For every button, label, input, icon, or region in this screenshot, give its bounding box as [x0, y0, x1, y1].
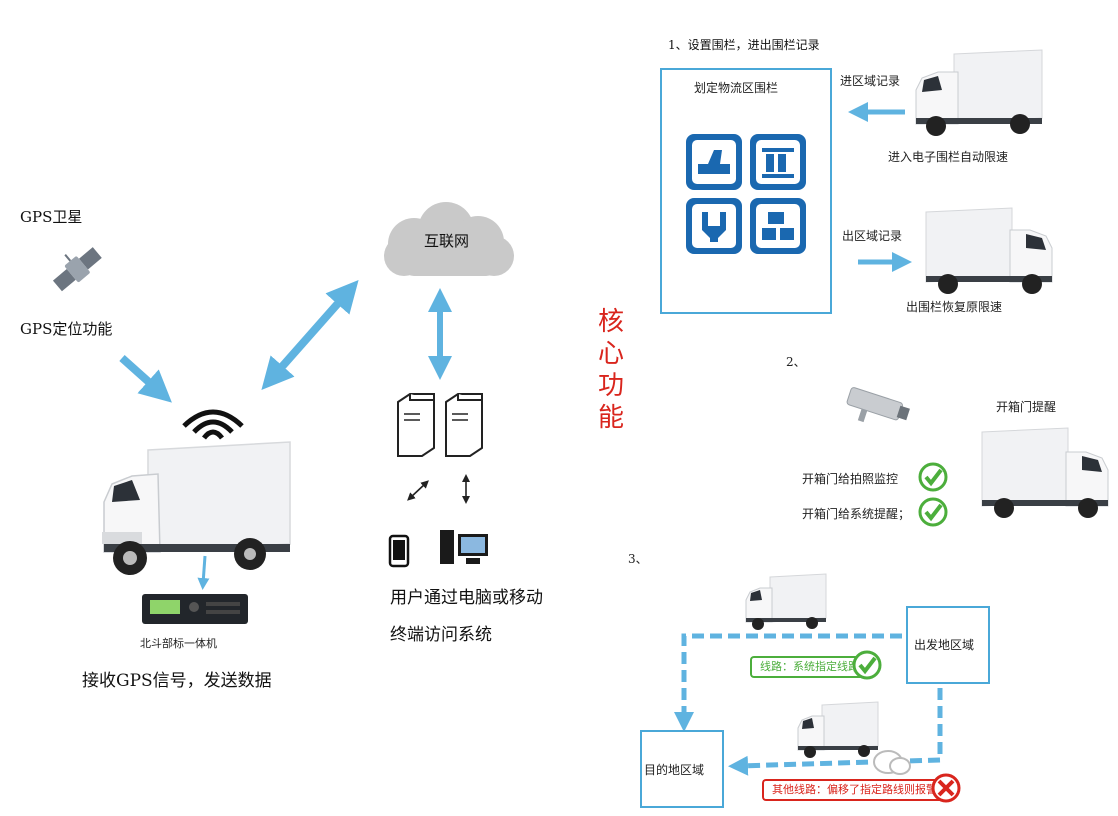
- alarm-route-badge: 其他线路：偏移了指定路线则报警: [762, 779, 945, 801]
- section3-number: 3、: [628, 552, 648, 566]
- core-char: 心: [597, 339, 624, 369]
- desktop-computer-icon: [440, 530, 488, 564]
- internet-cloud-icon: [384, 202, 514, 276]
- core-char: 功: [597, 371, 624, 401]
- destination-region-label: 目的地区域: [644, 763, 705, 777]
- truck-internet-arrow: [261, 280, 359, 390]
- internet-label: 互联网: [424, 232, 470, 250]
- cross-icon: [931, 773, 961, 803]
- receive-gps-label: 接收GPS信号，发送数据: [82, 671, 272, 691]
- truck-deviated-icon: [797, 701, 879, 758]
- fence-label: 划定物流区围栏: [694, 81, 779, 95]
- surveillance-camera-icon: [846, 387, 910, 423]
- check-icon: [918, 497, 948, 527]
- server-phone-arrow: [407, 480, 429, 501]
- access-text-line2: 终端访问系统: [390, 625, 492, 645]
- logistics-icons: [686, 134, 806, 254]
- photo-monitor-label: 开箱门给拍照监控: [802, 472, 899, 486]
- section1-title: 1、设置围栏，进出围栏记录: [668, 38, 820, 52]
- access-text-line1: 用户通过电脑或移动: [390, 588, 543, 608]
- origin-region-box: [906, 606, 990, 684]
- truck-exit-icon: [925, 207, 1053, 294]
- core-functions-title: 核 心 功 能: [596, 306, 626, 434]
- enter-record-label: 进区域记录: [840, 74, 901, 88]
- exit-record-label: 出区域记录: [842, 229, 903, 243]
- enter-desc-label: 进入电子围栏自动限速: [888, 150, 1009, 164]
- truck-door-icon: [981, 427, 1109, 518]
- beidou-device-icon: [142, 594, 248, 624]
- planned-route-badge: 线路：系统指定线路: [750, 656, 867, 678]
- satellite-label: GPS卫星: [20, 208, 83, 226]
- server-icon: [397, 393, 483, 457]
- planned-route-path: [674, 633, 902, 732]
- core-char: 核: [597, 307, 624, 337]
- origin-region-label: 出发地区域: [914, 638, 975, 652]
- truck-route-icon: [745, 573, 827, 630]
- system-alert-label: 开箱门给系统提醒；: [802, 507, 911, 521]
- fence-box: [660, 68, 832, 314]
- chat-watermark-icon: [873, 750, 911, 775]
- check-icon: [852, 650, 882, 680]
- device-label: 北斗部标一体机: [140, 637, 217, 650]
- exit-desc-label: 出围栏恢复原限速: [906, 300, 1003, 314]
- destination-region-box: [640, 730, 724, 808]
- satellite-icon: [52, 247, 102, 292]
- section2-title: 开箱门提醒: [996, 400, 1057, 414]
- mobile-phone-icon: [388, 534, 410, 568]
- delivery-truck-icon: [102, 441, 291, 575]
- truck-enter-icon: [915, 49, 1043, 136]
- positioning-label: GPS定位功能: [20, 320, 113, 338]
- wifi-signal-icon: [182, 409, 244, 440]
- truck-to-device-arrow: [197, 555, 210, 590]
- section2-number: 2、: [786, 355, 806, 369]
- core-char: 能: [597, 403, 624, 433]
- check-icon: [918, 462, 948, 492]
- deviated-route-path: [728, 688, 943, 776]
- satellite-to-truck-arrow: [119, 355, 172, 403]
